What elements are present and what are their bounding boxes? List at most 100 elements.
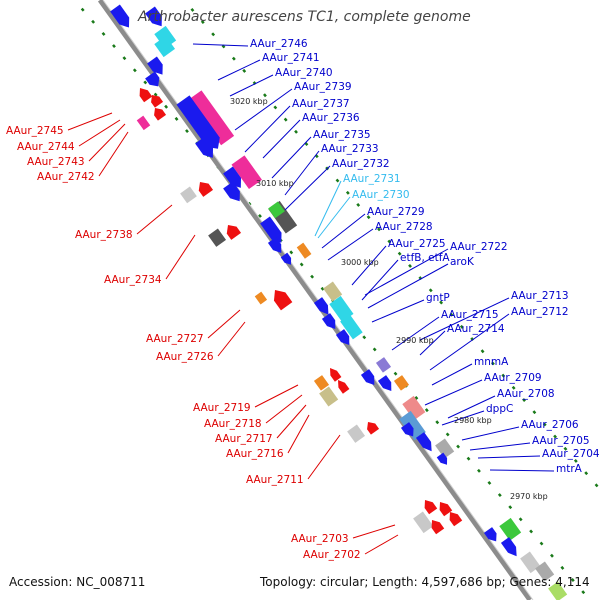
forward-gene-9 bbox=[195, 136, 214, 158]
gene-label-aaur-2746: AAur_2746 bbox=[250, 38, 308, 50]
gene-label-aaur-2711: AAur_2711 bbox=[246, 474, 304, 486]
gene-label-aaur-2732: AAur_2732 bbox=[332, 158, 390, 170]
reverse-gene-9 bbox=[254, 291, 268, 305]
reverse-gene-7 bbox=[208, 228, 227, 247]
reverse-gene-14-shape bbox=[338, 380, 350, 394]
accession-text: Accession: NC_008711 bbox=[9, 575, 146, 589]
forward-gene-20 bbox=[329, 295, 354, 322]
gene-label-etfb-etfa: etfB, etfA bbox=[400, 252, 450, 264]
topology-text: Topology: circular; Length: 4,597,686 bp… bbox=[260, 575, 590, 589]
leader-aaur-2740 bbox=[229, 74, 274, 97]
reverse-gene-13 bbox=[330, 368, 342, 382]
forward-gene-29 bbox=[402, 395, 426, 421]
forward-gene-17 bbox=[296, 242, 312, 259]
forward-gene-6 bbox=[145, 71, 160, 87]
leader-aaur-2726 bbox=[217, 321, 246, 357]
gene-label-aaur-2738: AAur_2738 bbox=[75, 229, 133, 241]
forward-gene-30-shape bbox=[399, 410, 426, 441]
forward-gene-17-shape bbox=[296, 242, 312, 259]
gene-label-aaur-2745: AAur_2745 bbox=[6, 125, 64, 137]
gene-label-aaur-2743: AAur_2743 bbox=[27, 156, 85, 168]
leader-aaur-2718 bbox=[265, 394, 303, 424]
reverse-gene-9-shape bbox=[254, 291, 268, 305]
reverse-gene-6 bbox=[198, 182, 214, 197]
gene-label-aaur-2718: AAur_2718 bbox=[204, 418, 262, 430]
gene-label-aaur-2715: AAur_2715 bbox=[441, 309, 499, 321]
forward-gene-33-shape bbox=[435, 438, 455, 459]
reverse-gene-11-shape bbox=[313, 375, 330, 391]
forward-gene-1-shape bbox=[110, 4, 130, 28]
gene-label-aaur-2705: AAur_2705 bbox=[532, 435, 590, 447]
forward-gene-21 bbox=[340, 314, 363, 340]
reverse-gene-14 bbox=[338, 380, 350, 394]
forward-gene-28 bbox=[393, 375, 410, 391]
forward-gene-21-shape bbox=[340, 314, 363, 340]
leader-mtra bbox=[489, 469, 555, 472]
reverse-gene-1-shape bbox=[139, 88, 153, 103]
forward-gene-31 bbox=[400, 422, 414, 437]
tick-track-outer bbox=[182, 0, 600, 492]
leader-aaur-2741 bbox=[217, 59, 261, 81]
forward-gene-15 bbox=[260, 216, 282, 243]
leader-aaur-2703 bbox=[352, 524, 396, 539]
leader-aaur-2704 bbox=[477, 455, 541, 459]
forward-gene-4 bbox=[154, 35, 176, 58]
forward-gene-9-shape bbox=[195, 136, 214, 158]
leader-aaur-2746 bbox=[192, 43, 249, 47]
reverse-gene-19-shape bbox=[413, 511, 434, 534]
leader-aaur-2733 bbox=[284, 150, 320, 196]
gene-label-aaur-2729: AAur_2729 bbox=[367, 206, 425, 218]
forward-gene-32-shape bbox=[415, 432, 432, 452]
forward-gene-10 bbox=[231, 155, 262, 190]
leader-aaur-2712 bbox=[429, 313, 510, 371]
kbp-marker-2970: 2970 kbp bbox=[510, 492, 548, 501]
reverse-gene-15-shape bbox=[347, 424, 366, 443]
leader-aaur-2737 bbox=[244, 105, 291, 153]
forward-gene-14-shape bbox=[268, 201, 285, 219]
reverse-gene-4-shape bbox=[154, 108, 167, 121]
forward-gene-36 bbox=[483, 527, 497, 542]
reverse-gene-8 bbox=[226, 225, 242, 240]
forward-gene-19-shape bbox=[323, 281, 343, 302]
gene-label-aaur-2742: AAur_2742 bbox=[37, 171, 95, 183]
forward-gene-16 bbox=[267, 237, 282, 254]
forward-gene-8-shape bbox=[176, 95, 220, 149]
forward-gene-35 bbox=[499, 517, 522, 541]
gene-label-aaur-2740: AAur_2740 bbox=[275, 67, 333, 79]
forward-gene-36-shape bbox=[483, 527, 497, 542]
gene-label-aaur-2717: AAur_2717 bbox=[215, 433, 273, 445]
forward-gene-1 bbox=[110, 4, 130, 28]
reverse-gene-21-shape bbox=[449, 512, 463, 527]
forward-gene-26 bbox=[360, 369, 375, 386]
gene-label-dppc: dppC bbox=[486, 403, 513, 415]
gene-label-aaur-2727: AAur_2727 bbox=[146, 333, 204, 345]
leader-aaur-2714 bbox=[419, 330, 446, 356]
leader-mnma bbox=[431, 363, 473, 386]
gene-label-aaur-2731: AAur_2731 bbox=[343, 173, 401, 185]
gene-label-aaur-2703: AAur_2703 bbox=[291, 533, 349, 545]
leader-aaur-2702 bbox=[364, 534, 399, 555]
forward-gene-35-shape bbox=[499, 517, 522, 541]
reverse-gene-5-shape bbox=[180, 186, 197, 204]
leader-aaur-2742 bbox=[98, 131, 129, 177]
gene-label-aaur-2719: AAur_2719 bbox=[193, 402, 251, 414]
leader-aaur-2727 bbox=[207, 309, 241, 339]
reverse-gene-5 bbox=[180, 186, 197, 204]
forward-gene-18 bbox=[280, 252, 292, 265]
reverse-gene-4 bbox=[154, 108, 167, 121]
reverse-gene-11 bbox=[313, 375, 330, 391]
reverse-gene-7-shape bbox=[208, 228, 227, 247]
gene-label-gntp: gntP bbox=[426, 292, 450, 304]
leader-aaur-2735 bbox=[271, 136, 312, 179]
forward-gene-38 bbox=[520, 551, 541, 574]
kbp-marker-3020: 3020 kbp bbox=[230, 97, 268, 106]
reverse-gene-20 bbox=[431, 520, 445, 535]
gene-label-mnma: mnmA bbox=[474, 356, 509, 368]
gene-label-aaur-2726: AAur_2726 bbox=[156, 351, 214, 363]
forward-gene-22-shape bbox=[313, 297, 329, 315]
forward-gene-11 bbox=[223, 166, 242, 188]
gene-label-aaur-2722: AAur_2722 bbox=[450, 241, 508, 253]
gene-label-aaur-2725: AAur_2725 bbox=[388, 238, 446, 250]
gene-label-aaur-2709: AAur_2709 bbox=[484, 372, 542, 384]
